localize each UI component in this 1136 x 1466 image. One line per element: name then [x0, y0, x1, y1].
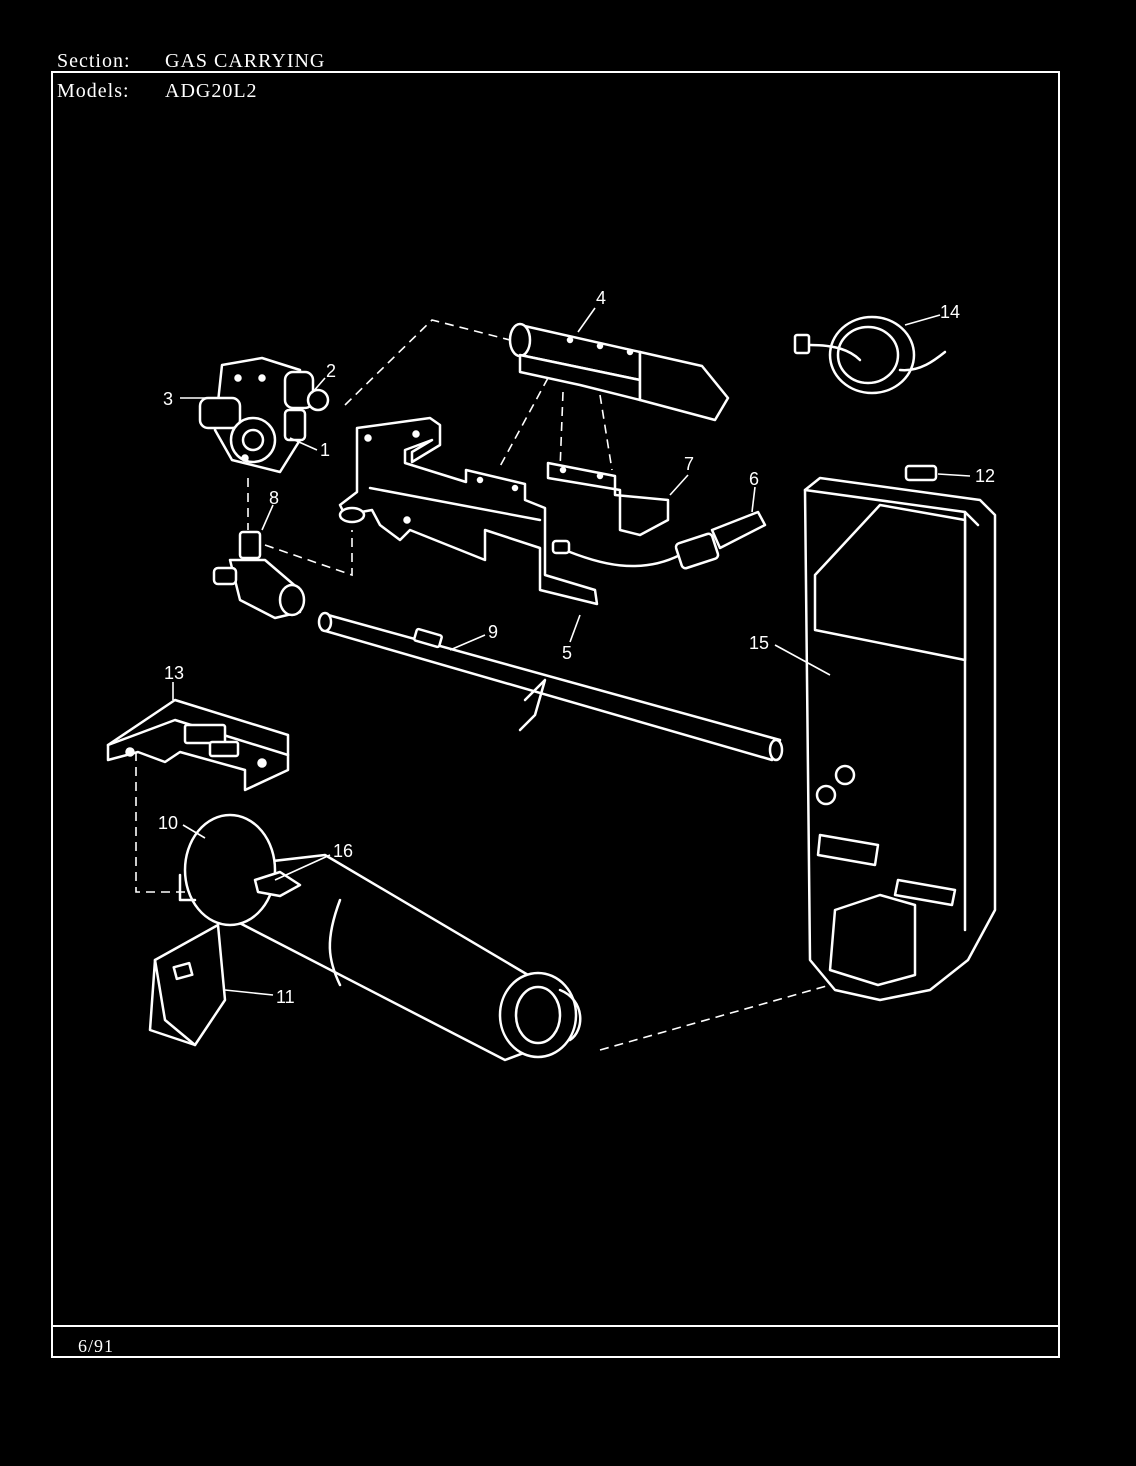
callout-4: 4 — [596, 288, 606, 308]
callout-11: 11 — [276, 987, 295, 1007]
section-label: Section: — [57, 50, 131, 72]
power-cord — [793, 315, 947, 395]
callout-2: 2 — [326, 361, 336, 381]
callout-6: 6 — [749, 469, 759, 489]
callout-7: 7 — [684, 454, 694, 474]
callout-8: 8 — [269, 488, 279, 508]
assembly-lines — [135, 319, 831, 1051]
section-value: GAS CARRYING — [165, 50, 326, 72]
footer-divider — [51, 1325, 1060, 1327]
callout-1: 1 — [320, 440, 330, 460]
callout-10: 10 — [158, 813, 178, 833]
callout-15: 15 — [749, 633, 769, 653]
callout-13: 13 — [164, 663, 184, 683]
support-bracket — [148, 923, 227, 1047]
valve-bracket — [106, 698, 290, 792]
igniter — [551, 510, 767, 570]
diagram-frame — [51, 71, 1060, 1358]
heater-housing — [803, 476, 997, 1002]
leader-lines — [172, 307, 971, 996]
callout-5: 5 — [562, 643, 572, 663]
callout-12: 12 — [975, 466, 995, 486]
thermostat — [904, 464, 938, 482]
igniter-shield — [508, 322, 730, 422]
models-value: ADG20L2 — [165, 80, 258, 102]
burner-elbow — [212, 530, 306, 620]
igniter-plate — [546, 461, 670, 537]
callout-numbers: 2 3 1 4 14 7 6 12 8 5 9 15 13 10 16 11 — [158, 288, 995, 1007]
combustion-chamber — [178, 813, 582, 1062]
callout-3: 3 — [163, 389, 173, 409]
callout-9: 9 — [488, 622, 498, 642]
burner-tube — [317, 611, 784, 762]
gas-valve — [198, 356, 330, 474]
models-label: Models: — [57, 80, 130, 102]
callout-14: 14 — [940, 302, 960, 322]
revision-date: 6/91 — [78, 1336, 115, 1356]
burner-bracket — [338, 416, 599, 606]
callout-16: 16 — [333, 841, 353, 861]
